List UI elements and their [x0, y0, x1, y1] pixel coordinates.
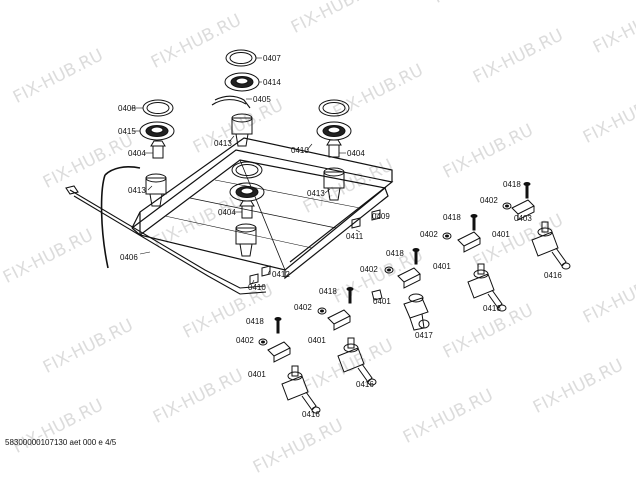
label-0412: 0412 [272, 270, 290, 279]
label-0404-left: 0404 [128, 149, 146, 158]
injector-0404-right [326, 139, 342, 158]
gas-tap-0416-c [337, 337, 377, 386]
label-0416-b: 0416 [483, 304, 501, 313]
gas-tap-0417 [403, 293, 430, 331]
label-0415: 0415 [118, 127, 136, 136]
label-0413-left: 0413 [128, 186, 146, 195]
gas-tap-0416-d [281, 365, 321, 414]
label-0403: 0403 [514, 214, 532, 223]
burner-ring-0414 [224, 72, 260, 92]
nut-0402-c [384, 266, 394, 274]
screw-0418-e [274, 317, 282, 334]
label-0409: 0409 [372, 212, 390, 221]
burner-base-0413-top [231, 113, 253, 147]
injector-0404-center [239, 200, 255, 219]
clip-0409 [371, 209, 381, 221]
label-0408: 0408 [118, 104, 136, 113]
label-0418-a: 0418 [503, 180, 521, 189]
nut-0402-b [442, 232, 452, 240]
bracket-0401-c [371, 267, 421, 301]
label-0401-c: 0401 [373, 297, 391, 306]
burner-ring-0415-right [316, 121, 352, 141]
burner-cap-center [231, 161, 263, 179]
label-0416-c: 0416 [356, 380, 374, 389]
label-0401-a: 0401 [492, 230, 510, 239]
label-0413-top: 0413 [214, 139, 232, 148]
exploded-parts-diagram [65, 49, 571, 414]
label-0402-a: 0402 [480, 196, 498, 205]
burner-frame [131, 137, 394, 280]
gas-rail [65, 95, 267, 295]
bracket-0401-d [327, 309, 351, 331]
label-0416-a: 0416 [544, 271, 562, 280]
label-0407: 0407 [263, 54, 281, 63]
burner-cap-0408-right [318, 99, 350, 117]
gas-tap-0416-b [467, 263, 507, 312]
label-0405: 0405 [253, 95, 271, 104]
label-0406: 0406 [120, 253, 138, 262]
label-0413-right: 0413 [307, 189, 325, 198]
label-0418-c: 0418 [386, 249, 404, 258]
nut-0402-a [502, 202, 512, 210]
screw-0418-b [470, 214, 478, 231]
burner-base-0413-right [323, 167, 345, 201]
gas-tap-0416-a [531, 221, 571, 270]
injector-0404-left [150, 140, 166, 159]
label-0418-b: 0418 [443, 213, 461, 222]
clip-0412 [261, 265, 271, 277]
nut-0402-e [258, 338, 268, 346]
clip-0410 [249, 273, 259, 285]
label-0418-e: 0418 [246, 317, 264, 326]
burner-base-0413-left [145, 173, 167, 207]
leader-lines [131, 57, 379, 285]
burner-ring-center [229, 182, 265, 202]
burner-ring-0415-left [139, 121, 175, 141]
label-0418-d: 0418 [319, 287, 337, 296]
label-0402-e: 0402 [236, 336, 254, 345]
label-0401-e: 0401 [248, 370, 266, 379]
label-0410-right: 0410 [291, 146, 309, 155]
bracket-0401-e [267, 341, 291, 363]
screw-0418-c [412, 248, 420, 265]
label-0401-d: 0401 [308, 336, 326, 345]
drawing-reference-code: 58300000107130 aet 000 e 4/5 [5, 438, 117, 447]
screw-0418-a [523, 182, 531, 199]
label-0414: 0414 [263, 78, 281, 87]
label-0417: 0417 [415, 331, 433, 340]
label-0404-right: 0404 [347, 149, 365, 158]
label-0404-center: 0404 [218, 208, 236, 217]
label-0402-d: 0402 [294, 303, 312, 312]
clip-0411 [351, 217, 361, 229]
label-0401-b: 0401 [433, 262, 451, 271]
label-0402-c: 0402 [360, 265, 378, 274]
burner-cap-0407 [225, 49, 257, 67]
bracket-0403 [511, 199, 535, 221]
burner-base-center [235, 223, 257, 257]
label-0411: 0411 [346, 232, 364, 241]
burner-cap-0408-left [142, 99, 174, 117]
screw-0418-d [346, 287, 354, 304]
label-0402-b: 0402 [420, 230, 438, 239]
label-0410-bottom: 0410 [248, 283, 266, 292]
nut-0402-d [317, 307, 327, 315]
bracket-0401-b [457, 231, 481, 253]
label-0416-d: 0416 [302, 410, 320, 419]
